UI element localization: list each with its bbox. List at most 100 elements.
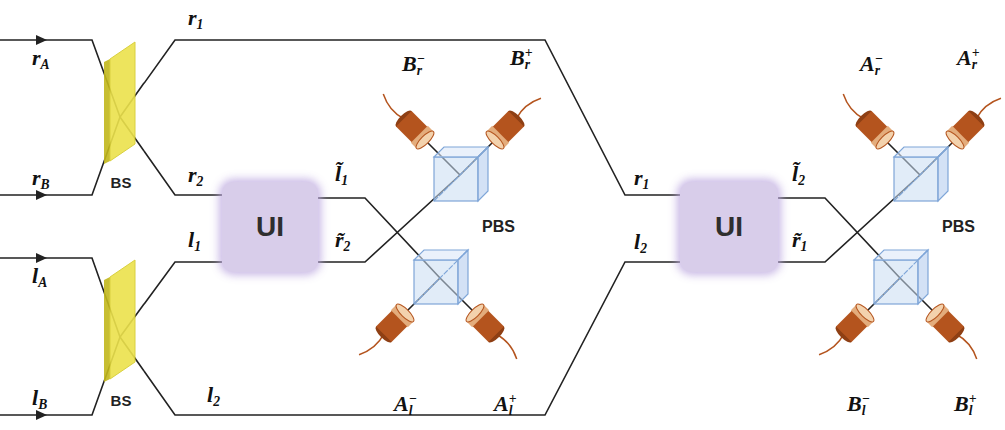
symbol-main: r̃ — [335, 227, 344, 252]
detector-beam — [865, 140, 955, 313]
connector-layer — [144, 40, 680, 415]
splitter-plate — [98, 40, 144, 192]
arrowhead — [36, 253, 47, 263]
subscript: l — [969, 403, 973, 418]
node-label: UI — [256, 211, 284, 243]
beam-splitter: BS — [98, 258, 144, 410]
subscript: r — [972, 57, 977, 72]
symbol-main: r — [188, 162, 197, 187]
component-label: PBS — [480, 218, 517, 236]
symbol-main: A — [860, 51, 875, 76]
detector-symbol — [484, 88, 548, 152]
plate-face — [110, 260, 135, 379]
symbol-main: l — [32, 263, 38, 288]
superscript: − — [875, 52, 883, 66]
detector-symbol — [813, 302, 877, 366]
input-arrowheads — [36, 35, 47, 420]
beam-label: Bl− — [845, 392, 872, 416]
beam-label: l̃2 — [790, 162, 807, 186]
beam-label: Al+ — [492, 392, 518, 416]
input-beam — [0, 40, 120, 117]
detector-symbol — [373, 88, 437, 152]
superscript: + — [969, 392, 977, 406]
subscript: 2 — [640, 241, 647, 256]
symbol-main: B — [510, 45, 525, 70]
unitary-box: UI — [680, 182, 778, 272]
subscript: 2 — [197, 174, 204, 189]
symbol-main: A — [957, 45, 972, 70]
unitary-box: UI — [222, 182, 318, 272]
node-label: UI — [715, 211, 743, 243]
beam-connector — [144, 262, 680, 415]
splitter-plate — [98, 258, 144, 410]
beam-label: l̃1 — [333, 162, 350, 186]
superscript: − — [862, 392, 870, 406]
subscript: 1 — [643, 177, 650, 192]
beam-label: l2 — [205, 383, 222, 407]
symbol-main: A — [494, 391, 509, 416]
subscript: B — [38, 397, 47, 412]
subscript: 1 — [197, 17, 204, 32]
beam-label: Br+ — [508, 46, 534, 70]
detector-symbol — [353, 302, 417, 366]
beam-connector — [144, 262, 222, 304]
pbs-cube — [874, 250, 928, 304]
detector-symbol — [924, 302, 988, 366]
superscript: − — [409, 392, 417, 406]
symbol-main: l — [634, 229, 640, 254]
component-label: PBS — [940, 218, 977, 236]
beam-splitter: BS — [98, 40, 144, 192]
beam-label: lB — [30, 386, 49, 410]
symbol-main: l — [207, 382, 213, 407]
beam-label: r1 — [632, 166, 651, 190]
plate-side — [104, 277, 110, 382]
beam-connector — [144, 151, 222, 195]
symbol-main: B — [954, 391, 969, 416]
subscript: 1 — [194, 239, 201, 254]
beam-label: r1 — [186, 6, 205, 30]
subscript: l — [509, 403, 513, 418]
symbol-main: l̃ — [792, 161, 798, 186]
symbol-main: A — [394, 391, 409, 416]
subscript: r — [417, 63, 422, 78]
subscript: l — [409, 403, 413, 418]
subscript: 1 — [341, 173, 348, 188]
detector-beam — [405, 140, 495, 313]
subscript: l — [862, 403, 866, 418]
beam-label: Br− — [400, 52, 427, 76]
input-beam — [0, 337, 120, 415]
plate-side — [104, 59, 110, 164]
subscript: B — [41, 177, 50, 192]
symbol-main: l — [188, 227, 194, 252]
beam-label: r̃2 — [333, 228, 352, 252]
input-beam — [0, 117, 120, 195]
subscript: r — [875, 63, 880, 78]
beam-label: rB — [30, 166, 52, 190]
symbol-main: r — [32, 45, 41, 70]
arrowhead — [36, 35, 47, 45]
detector-symbol — [944, 88, 1005, 152]
beam-label: rA — [30, 46, 52, 70]
node-label: BS — [111, 174, 132, 192]
symbol-main: l — [32, 385, 38, 410]
symbol-main: r̃ — [792, 227, 801, 252]
pbs-cube — [414, 250, 468, 304]
beam-label: Ar+ — [955, 46, 981, 70]
subscript: 2 — [798, 173, 805, 188]
detector-symbol — [464, 302, 528, 366]
subscript: 1 — [801, 239, 808, 254]
beam-label: Ar− — [858, 52, 885, 76]
symbol-main: r — [32, 165, 41, 190]
beam-lines — [0, 40, 955, 415]
subscript: r — [525, 57, 530, 72]
beam-label: l1 — [186, 228, 203, 252]
beam-label: Al− — [392, 392, 419, 416]
superscript: + — [972, 46, 980, 60]
superscript: + — [525, 46, 533, 60]
symbol-main: B — [847, 391, 862, 416]
input-beam — [0, 258, 120, 337]
detector-symbol — [833, 88, 897, 152]
subscript: A — [41, 57, 50, 72]
